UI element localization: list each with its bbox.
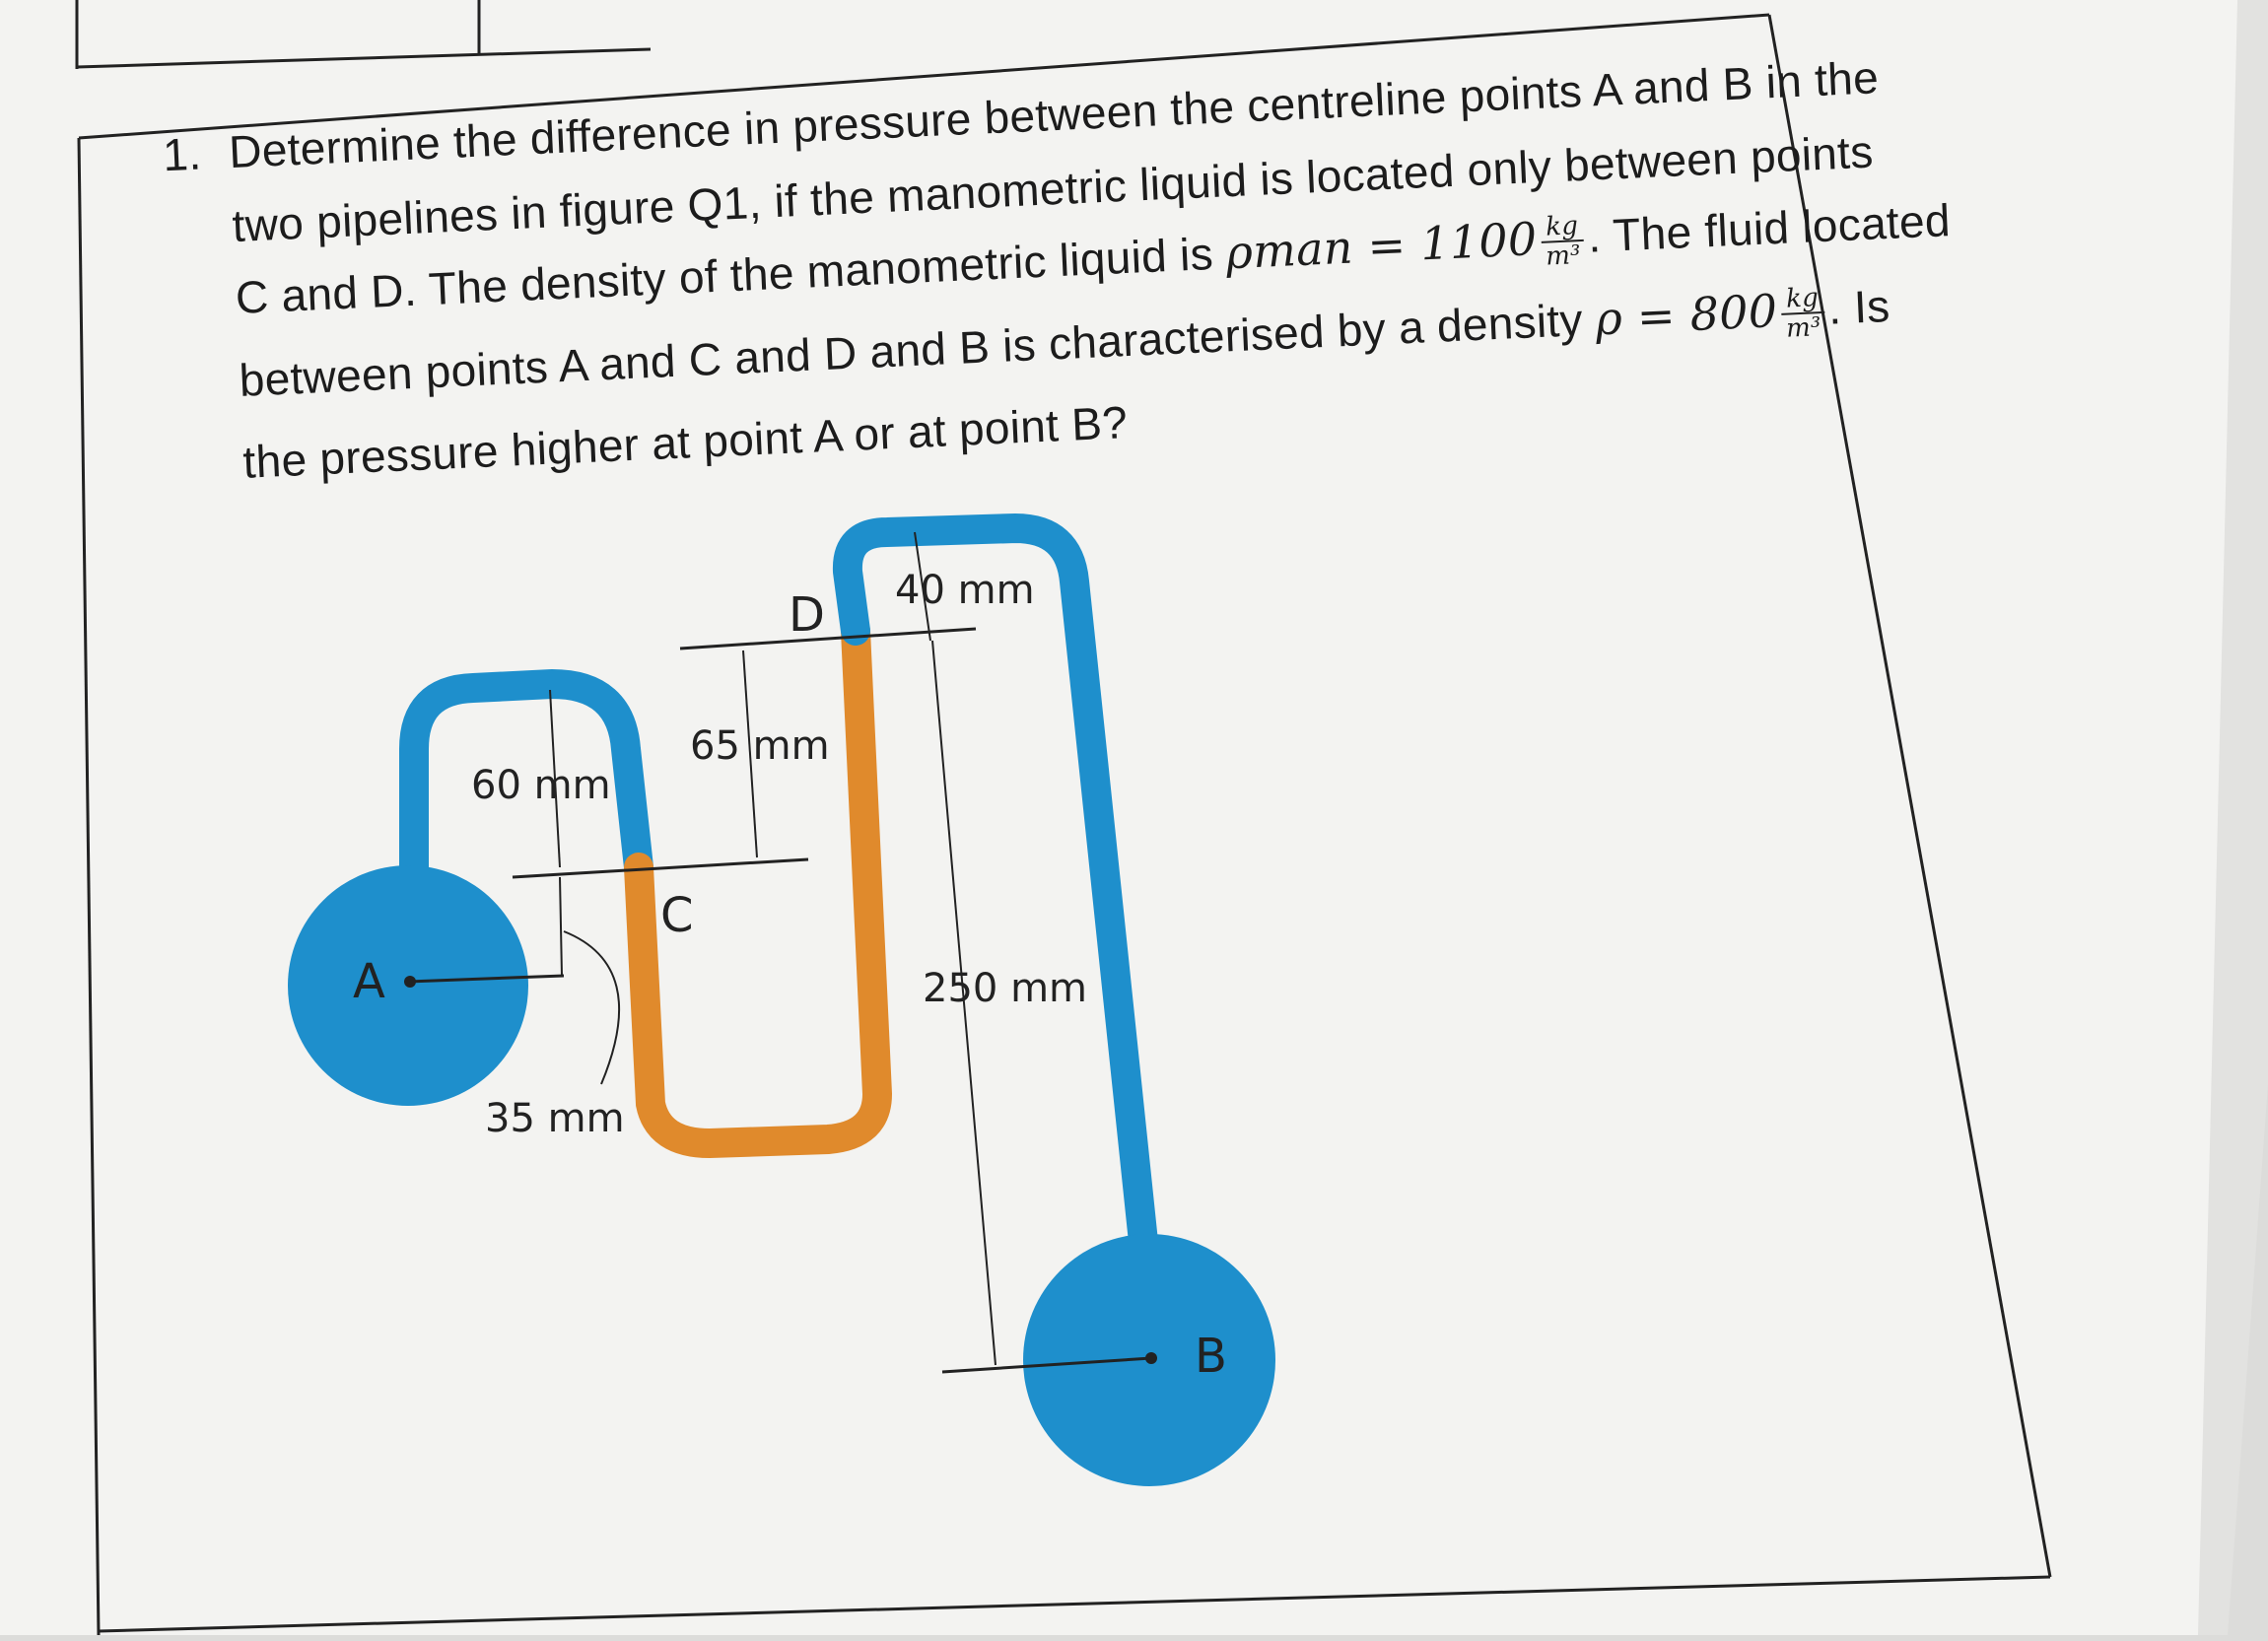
point-a-dot [404, 976, 416, 988]
dim-60-line [549, 689, 561, 868]
label-c: C [660, 888, 694, 943]
left-pipe-loop [399, 668, 653, 882]
dim-35-label: 35 mm [485, 1096, 625, 1141]
label-a: A [353, 954, 385, 1009]
label-b: B [1195, 1329, 1227, 1384]
level-d-line [679, 627, 977, 650]
level-c-line [512, 857, 809, 879]
dim-40-line [914, 531, 931, 642]
centreline-b [941, 1356, 1152, 1374]
dim-65-label: 65 mm [690, 723, 830, 769]
point-b-dot [1145, 1352, 1157, 1364]
manometer-u-tube [624, 616, 893, 1159]
dim-250-label: 250 mm [923, 966, 1087, 1011]
label-d: D [789, 587, 825, 643]
centreline-a [407, 974, 565, 984]
dim-40-label: 40 mm [895, 568, 1035, 613]
dim-60-label: 60 mm [471, 763, 611, 808]
right-pipe-loop [832, 513, 1158, 1257]
dim-65-line [742, 650, 758, 858]
dim-35-line [559, 876, 620, 1085]
dim-250-line [931, 640, 997, 1366]
